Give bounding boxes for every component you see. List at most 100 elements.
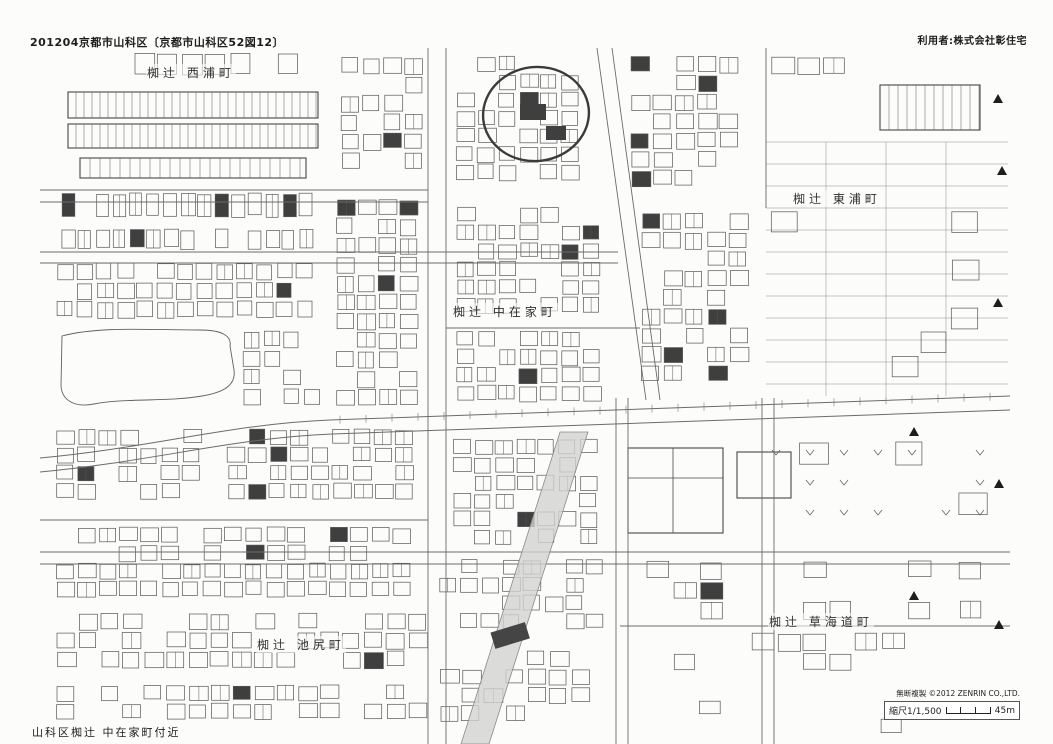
building	[663, 231, 681, 249]
building	[76, 264, 93, 280]
building	[393, 581, 411, 596]
map-legend: 無断複製 ©2012 ZENRIN CO.,LTD. 縮尺1/1,500 45m	[884, 688, 1020, 720]
building	[478, 110, 495, 125]
building	[353, 428, 371, 444]
building	[312, 447, 328, 463]
building	[101, 686, 118, 702]
building	[477, 261, 496, 276]
building	[541, 367, 558, 383]
building	[330, 563, 347, 580]
building	[400, 314, 419, 329]
park-outline	[60, 328, 235, 406]
building	[365, 613, 383, 630]
building	[453, 510, 472, 527]
sheet-edge-marker	[994, 620, 1004, 629]
district-label-higashiura-cho: 椥辻 東浦町	[792, 190, 882, 207]
building	[196, 283, 213, 299]
building	[336, 313, 354, 329]
building	[353, 466, 372, 481]
building	[276, 282, 292, 298]
station-building	[490, 622, 530, 649]
building	[499, 279, 516, 294]
building	[461, 559, 478, 573]
building	[118, 580, 137, 596]
building	[232, 632, 252, 649]
building	[539, 164, 557, 180]
scale-bar: 縮尺1/1,500 45m	[884, 701, 1020, 720]
building	[256, 264, 272, 281]
building	[641, 232, 661, 248]
building	[283, 194, 297, 218]
building	[277, 53, 298, 74]
building	[248, 484, 267, 500]
sheet-edge-marker	[993, 94, 1003, 103]
building	[566, 613, 585, 630]
building	[383, 57, 403, 74]
building	[377, 275, 395, 292]
building	[958, 492, 988, 515]
building	[528, 687, 546, 702]
building	[276, 652, 296, 668]
building	[56, 430, 75, 445]
building	[399, 276, 419, 292]
building	[298, 612, 318, 629]
building	[548, 669, 567, 686]
building	[256, 301, 274, 318]
building	[630, 133, 649, 149]
building	[56, 483, 75, 498]
sheet-edge-marker	[994, 479, 1004, 488]
building	[392, 528, 411, 544]
building	[646, 560, 669, 578]
large-building	[879, 84, 981, 131]
building	[803, 653, 826, 670]
building	[180, 230, 195, 250]
building	[57, 447, 74, 464]
sheet-edge-marker	[909, 427, 919, 436]
building	[652, 133, 672, 150]
building	[652, 94, 672, 111]
building	[384, 94, 404, 112]
building	[247, 192, 262, 216]
building	[157, 263, 175, 279]
building	[457, 386, 475, 401]
paddy-mark	[805, 509, 815, 516]
building	[498, 165, 517, 182]
building	[777, 634, 801, 652]
sheet-title: 201204京都市山科区〔京都市山科区52図12〕	[30, 36, 285, 49]
building	[363, 58, 380, 75]
building	[730, 327, 748, 344]
building	[242, 351, 261, 367]
building	[799, 442, 829, 465]
building	[140, 527, 159, 543]
map-generated-layer	[39, 47, 1011, 744]
building	[473, 510, 491, 526]
building	[797, 57, 820, 75]
building	[499, 260, 516, 276]
building	[583, 386, 602, 402]
building	[378, 333, 397, 350]
building	[400, 256, 417, 273]
building	[56, 632, 75, 649]
building	[516, 458, 535, 473]
large-building	[79, 157, 307, 179]
sheet-edge-marker	[909, 591, 919, 600]
building	[283, 369, 301, 385]
building	[287, 564, 304, 580]
building	[117, 302, 136, 319]
building	[663, 308, 683, 324]
building	[77, 283, 92, 300]
paddy-mark	[839, 449, 849, 456]
building	[908, 602, 931, 620]
building	[99, 580, 117, 596]
building	[462, 669, 482, 685]
building	[561, 111, 578, 126]
building	[582, 280, 600, 295]
building	[61, 229, 76, 249]
building	[730, 346, 750, 363]
building	[399, 200, 419, 216]
building	[663, 347, 683, 363]
building	[328, 546, 345, 562]
building	[540, 207, 559, 223]
building	[181, 465, 200, 481]
